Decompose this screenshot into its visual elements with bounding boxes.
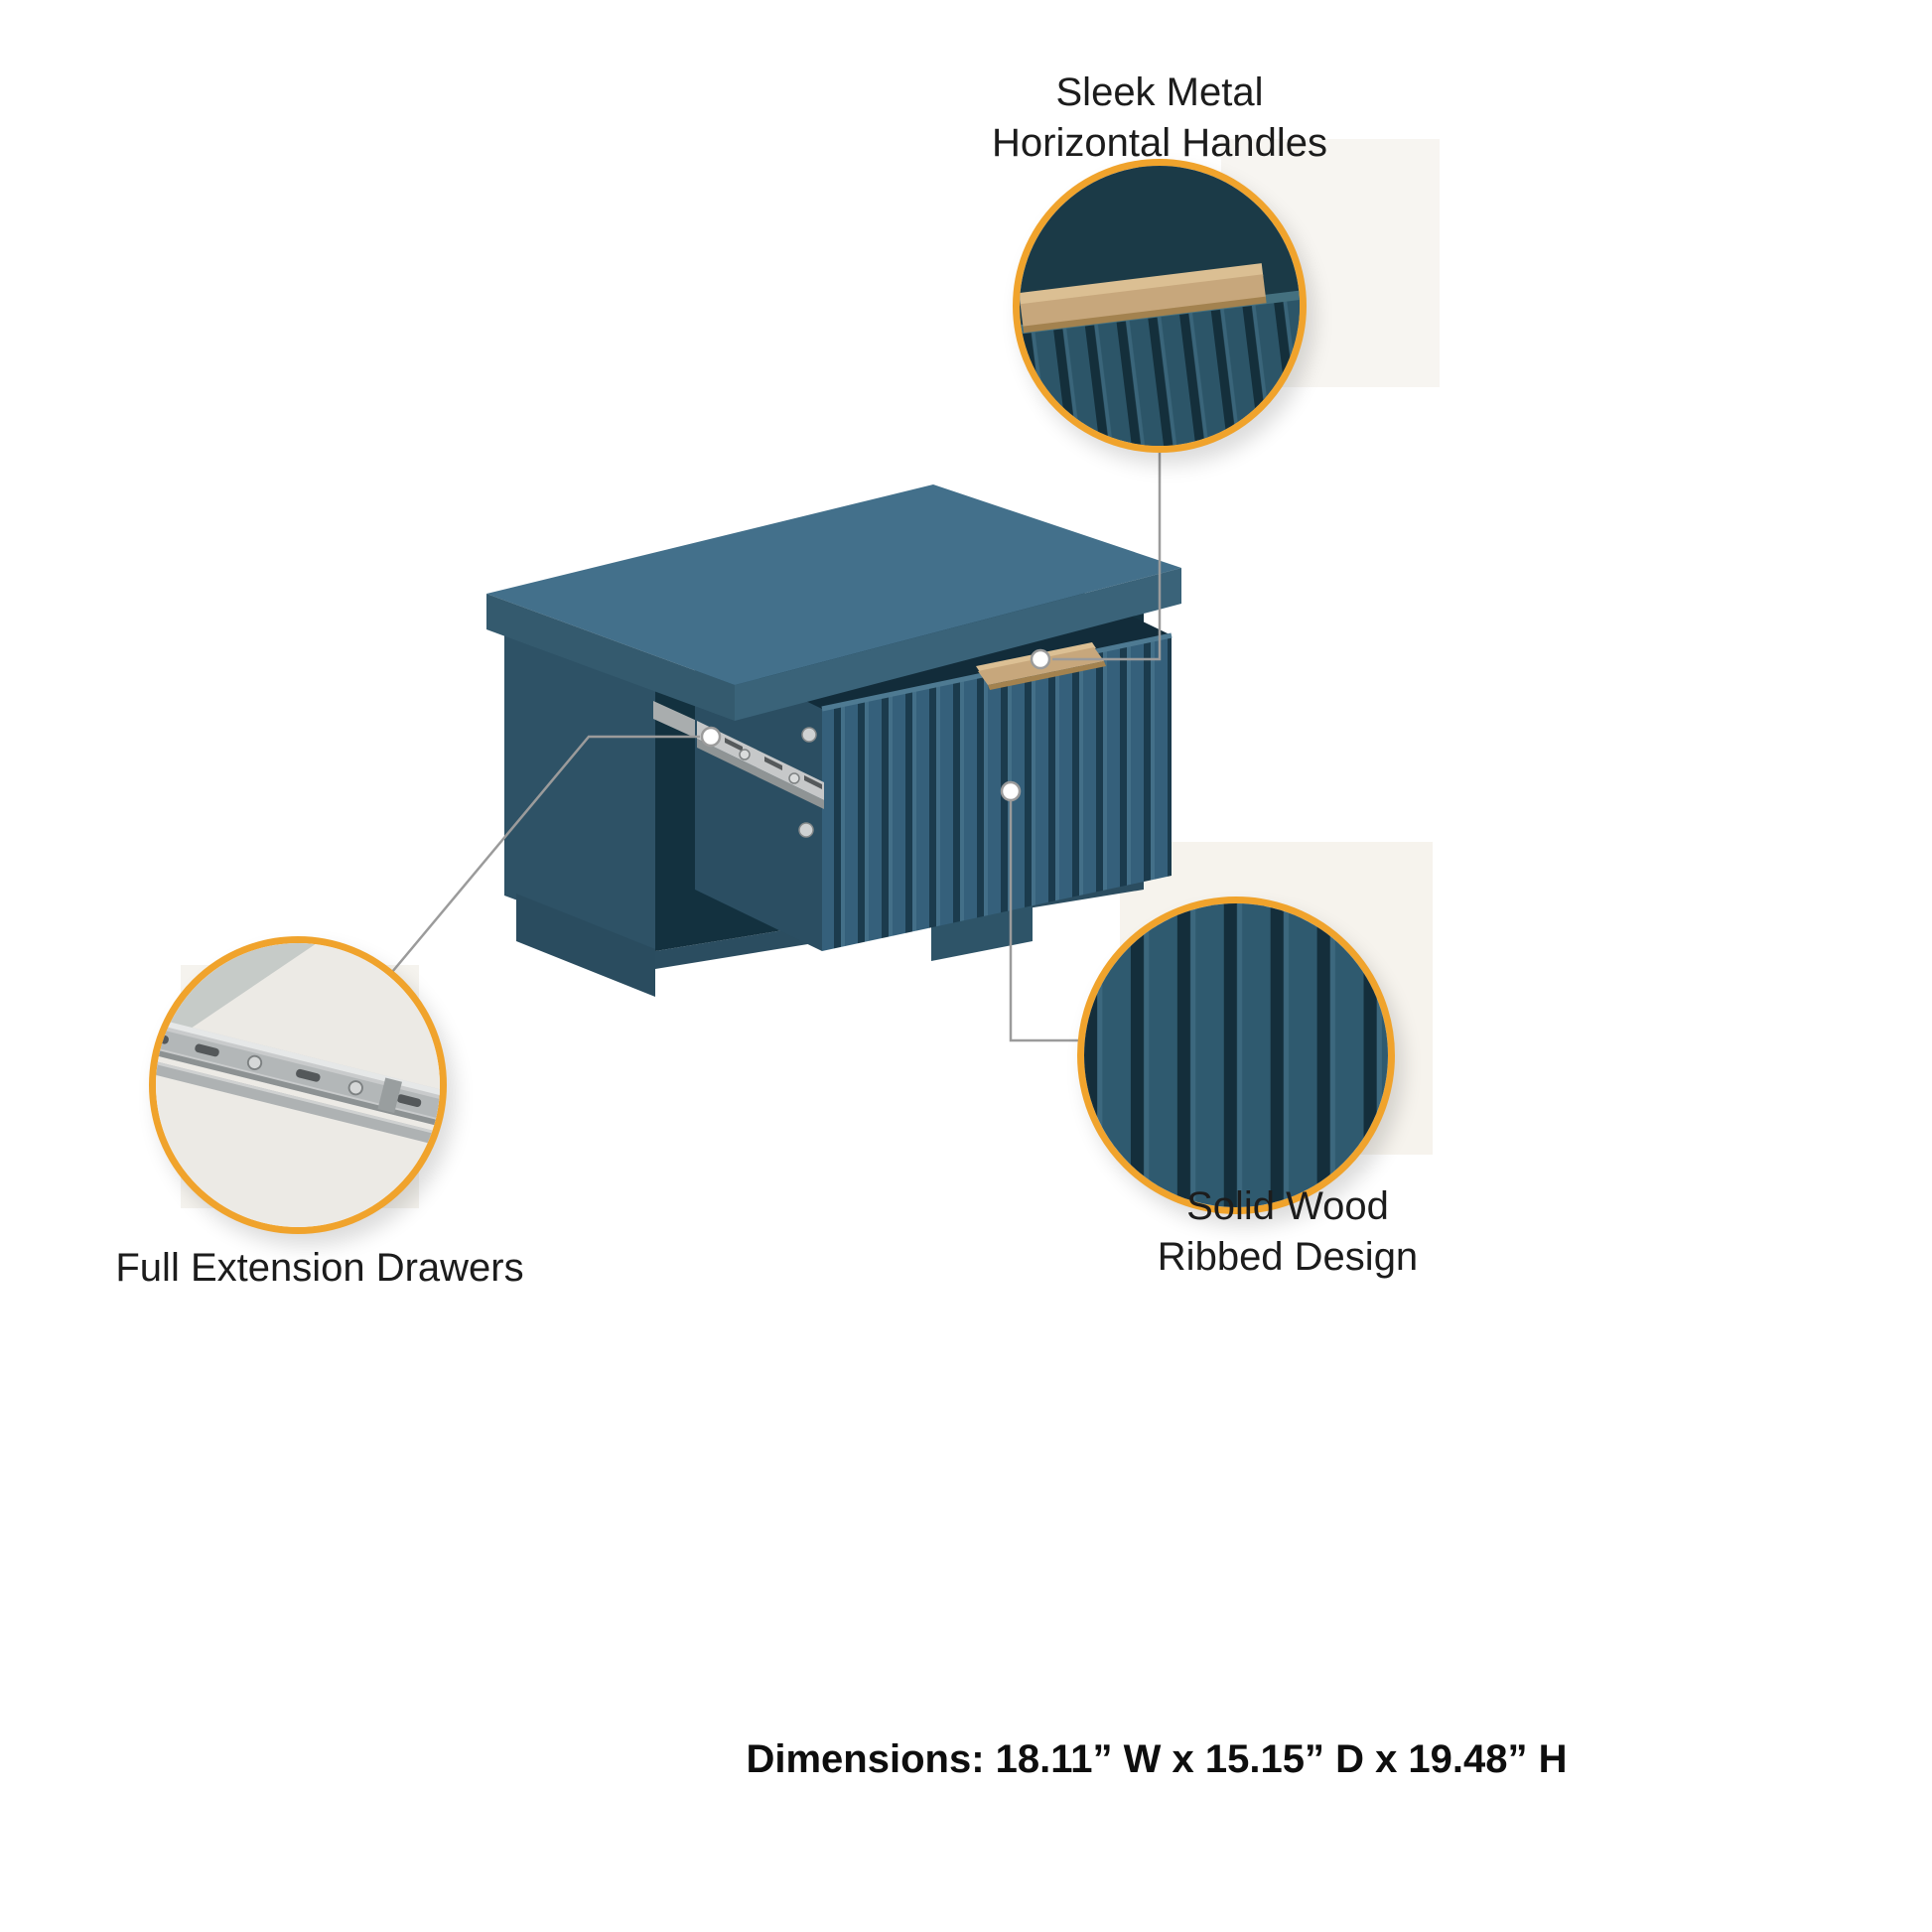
rail-screw (246, 1054, 263, 1070)
rail-shade (156, 1038, 440, 1137)
drawer-slide-inner (697, 739, 824, 809)
rail-slot (195, 1043, 219, 1057)
slide-slot (764, 757, 782, 770)
label-ribbed-line1: Solid Wood (1186, 1184, 1389, 1228)
panel-screw (798, 822, 814, 838)
dimensions-text: Dimensions: 18.11” W x 15.15” D x 19.48”… (746, 1737, 1568, 1781)
label-drawers: Full Extension Drawers (22, 1243, 618, 1294)
drawer-front-ribbed (822, 635, 1172, 951)
drawer-handle-shadow (988, 661, 1106, 690)
label-handles: Sleek Metal Horizontal Handles (812, 68, 1507, 169)
slide-slot (725, 738, 743, 752)
marker-drawers (700, 726, 722, 748)
leader-ribbed (1009, 800, 1081, 1042)
drawer-side-panel (695, 647, 822, 951)
handle-closeup-group (1020, 263, 1300, 446)
lower-rail-highlight (156, 1049, 440, 1146)
top-panel-left-edge (486, 594, 735, 721)
ribbed-closeup (1084, 903, 1388, 1207)
slide-screw (739, 749, 751, 760)
rail-screw (347, 1080, 363, 1096)
callout-circle-ribbed (1077, 897, 1395, 1214)
leader-lines (391, 451, 1162, 1042)
top-panel-right-edge (735, 568, 1181, 721)
rail-slot (296, 1068, 321, 1082)
rail-end-cap (377, 1077, 402, 1114)
metal-handle-underside (1023, 296, 1267, 334)
handle-closeup (1020, 166, 1300, 446)
metal-handle-face (1020, 274, 1267, 329)
panel-screw (801, 727, 817, 743)
ribbed-panel-closeup (1020, 293, 1300, 446)
slide-screw (788, 772, 800, 784)
label-ribbed: Solid Wood Ribbed Design (990, 1181, 1586, 1283)
nightstand (486, 484, 1181, 997)
marker-handles (1030, 648, 1051, 670)
callout-circle-drawers (149, 936, 447, 1234)
marker-ribbed (1000, 780, 1022, 802)
cabinet-slide-rail (653, 701, 697, 739)
slide-rail-lower (156, 1049, 440, 1156)
label-ribbed-line2: Ribbed Design (1157, 1235, 1419, 1280)
ribbed-panel-pattern (1084, 903, 1388, 1207)
metal-handle-top (1020, 263, 1264, 307)
left-leg (516, 894, 655, 997)
top-panel (486, 484, 1181, 685)
leader-handles (1052, 451, 1162, 661)
slide-closeup-group (156, 1010, 440, 1156)
left-side-panel (504, 629, 655, 951)
callout-circle-handles (1013, 159, 1307, 453)
leader-drawers (391, 735, 700, 973)
slide-slot (804, 775, 822, 789)
rail-slot (396, 1094, 422, 1108)
label-handles-line1: Sleek Metal (1055, 70, 1264, 114)
slide-closeup (156, 943, 440, 1227)
label-handles-line2: Horizontal Handles (992, 121, 1327, 166)
label-drawers-line1: Full Extension Drawers (115, 1246, 524, 1290)
